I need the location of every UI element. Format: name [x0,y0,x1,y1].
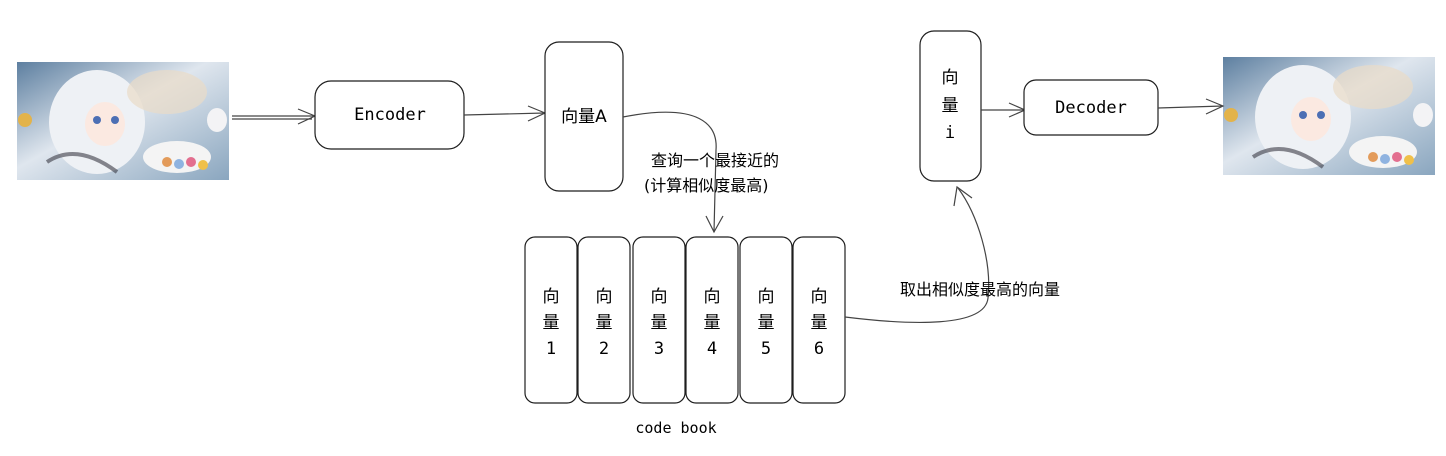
codebook-vector-5: 向量 5 [739,236,793,404]
query-note-line1: 查询一个最接近的 [651,151,779,170]
codebook-vector-line2: 量 [704,313,721,333]
codebook-vector-box [577,236,631,404]
codebook-vector-line2: 量 [596,313,613,333]
codebook-vector-4: 向量 4 [685,236,739,404]
codebook-vector-line2: 量 [758,313,775,333]
retrieve-note: 取出相似度最高的向量 [900,280,1060,299]
codebook-vector-index: 5 [761,339,771,359]
codebook-caption: code book [635,419,716,437]
codebook-vector-line2: 量 [543,313,560,333]
encoder-box: Encoder [314,80,465,150]
codebook-vector-line1: 向 [704,287,721,307]
codebook-vector-line1: 向 [811,287,828,307]
codebook-vector-3: 向量 3 [632,236,686,404]
vector-i-line2: 量 [942,96,959,116]
arrow-codebook-to-vector-i [844,185,990,323]
codebook-vector-box [739,236,793,404]
codebook-vector-box [524,236,578,404]
decoder-label: Decoder [1055,98,1127,118]
vector-i-box: 向 量 i [919,30,982,182]
codebook-vector-line2: 量 [811,313,828,333]
query-note-line2: (计算相似度最高) [644,176,769,195]
codebook-vector-index: 6 [814,339,824,359]
codebook-vector-line1: 向 [596,287,613,307]
arrow-encoder-to-vector-a [463,105,547,122]
encoder-label: Encoder [354,105,426,125]
codebook-vector-line2: 量 [651,313,668,333]
codebook-vector-index: 3 [654,339,664,359]
arrow-vector-i-to-decoder [981,102,1027,118]
vector-a-label: 向量A [561,107,607,127]
arrow-decoder-to-image [1157,98,1225,115]
vector-i-line3: i [945,123,955,143]
codebook-vector-index: 2 [599,339,609,359]
codebook-vector-box [792,236,846,404]
vector-i-line1: 向 [942,68,959,88]
arrow-image-to-encoder [232,108,317,125]
codebook-vector-line1: 向 [543,287,560,307]
input-image [15,60,231,182]
arrow-query-codebook [622,111,724,234]
vector-a-box: 向量A [544,41,624,192]
decoder-box: Decoder [1023,79,1159,136]
codebook-vector-line1: 向 [651,287,668,307]
codebook-vector-index: 1 [546,339,556,359]
codebook-vector-1: 向量 1 [524,236,578,404]
codebook-vector-box [685,236,739,404]
codebook-vector-line1: 向 [758,287,775,307]
codebook-vector-6: 向量 6 [792,236,846,404]
output-image [1221,55,1437,177]
query-note: 查询一个最接近的 (计算相似度最高) [644,151,779,195]
codebook-vector-index: 4 [707,339,717,359]
codebook-vector-box [632,236,686,404]
codebook-vector-2: 向量 2 [577,236,631,404]
